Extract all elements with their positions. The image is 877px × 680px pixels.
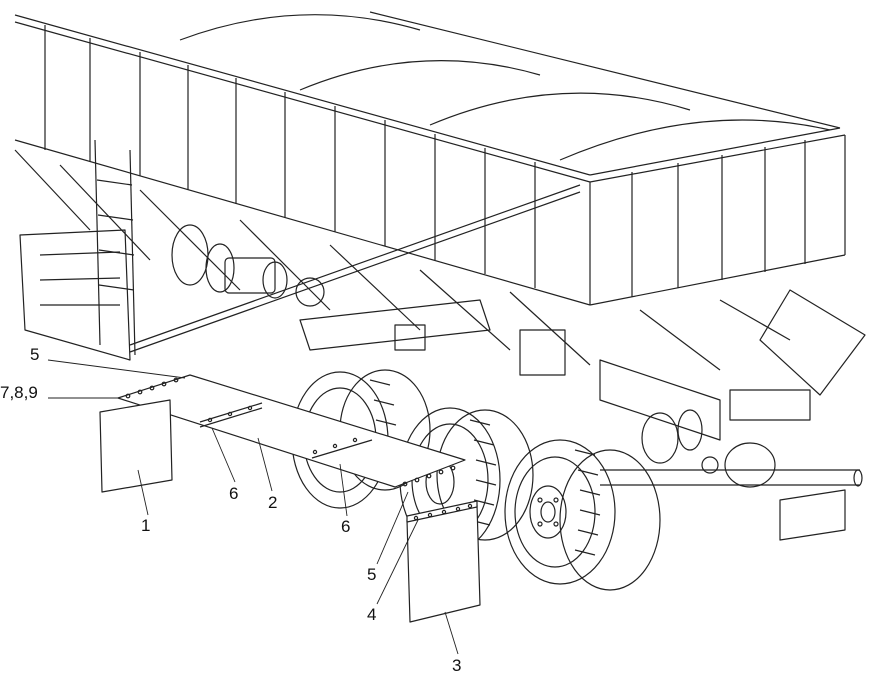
mudguard-parts (99, 374, 481, 623)
callout-7-8-9: 7,8,9 (0, 383, 38, 402)
callout-5-bottom: 5 (367, 565, 377, 584)
callout-6-right: 6 (341, 517, 351, 536)
part-1-mudflap (99, 399, 173, 493)
trailer-body (14, 11, 866, 396)
front-ladder-frame (19, 139, 136, 361)
callout-4: 4 (367, 605, 377, 624)
chassis-rear (599, 359, 863, 541)
bolt-holes (125, 377, 456, 487)
part-2-wing-plate (117, 374, 466, 488)
drive-conveyor (171, 224, 566, 376)
callout-6-left: 6 (229, 484, 239, 503)
callout-2: 2 (268, 493, 278, 512)
callout-3: 3 (452, 656, 462, 675)
leader-lines (47, 359, 459, 655)
callout-1: 1 (141, 516, 151, 535)
part-3-mudflap (406, 504, 481, 623)
callout-5-top: 5 (30, 345, 40, 364)
